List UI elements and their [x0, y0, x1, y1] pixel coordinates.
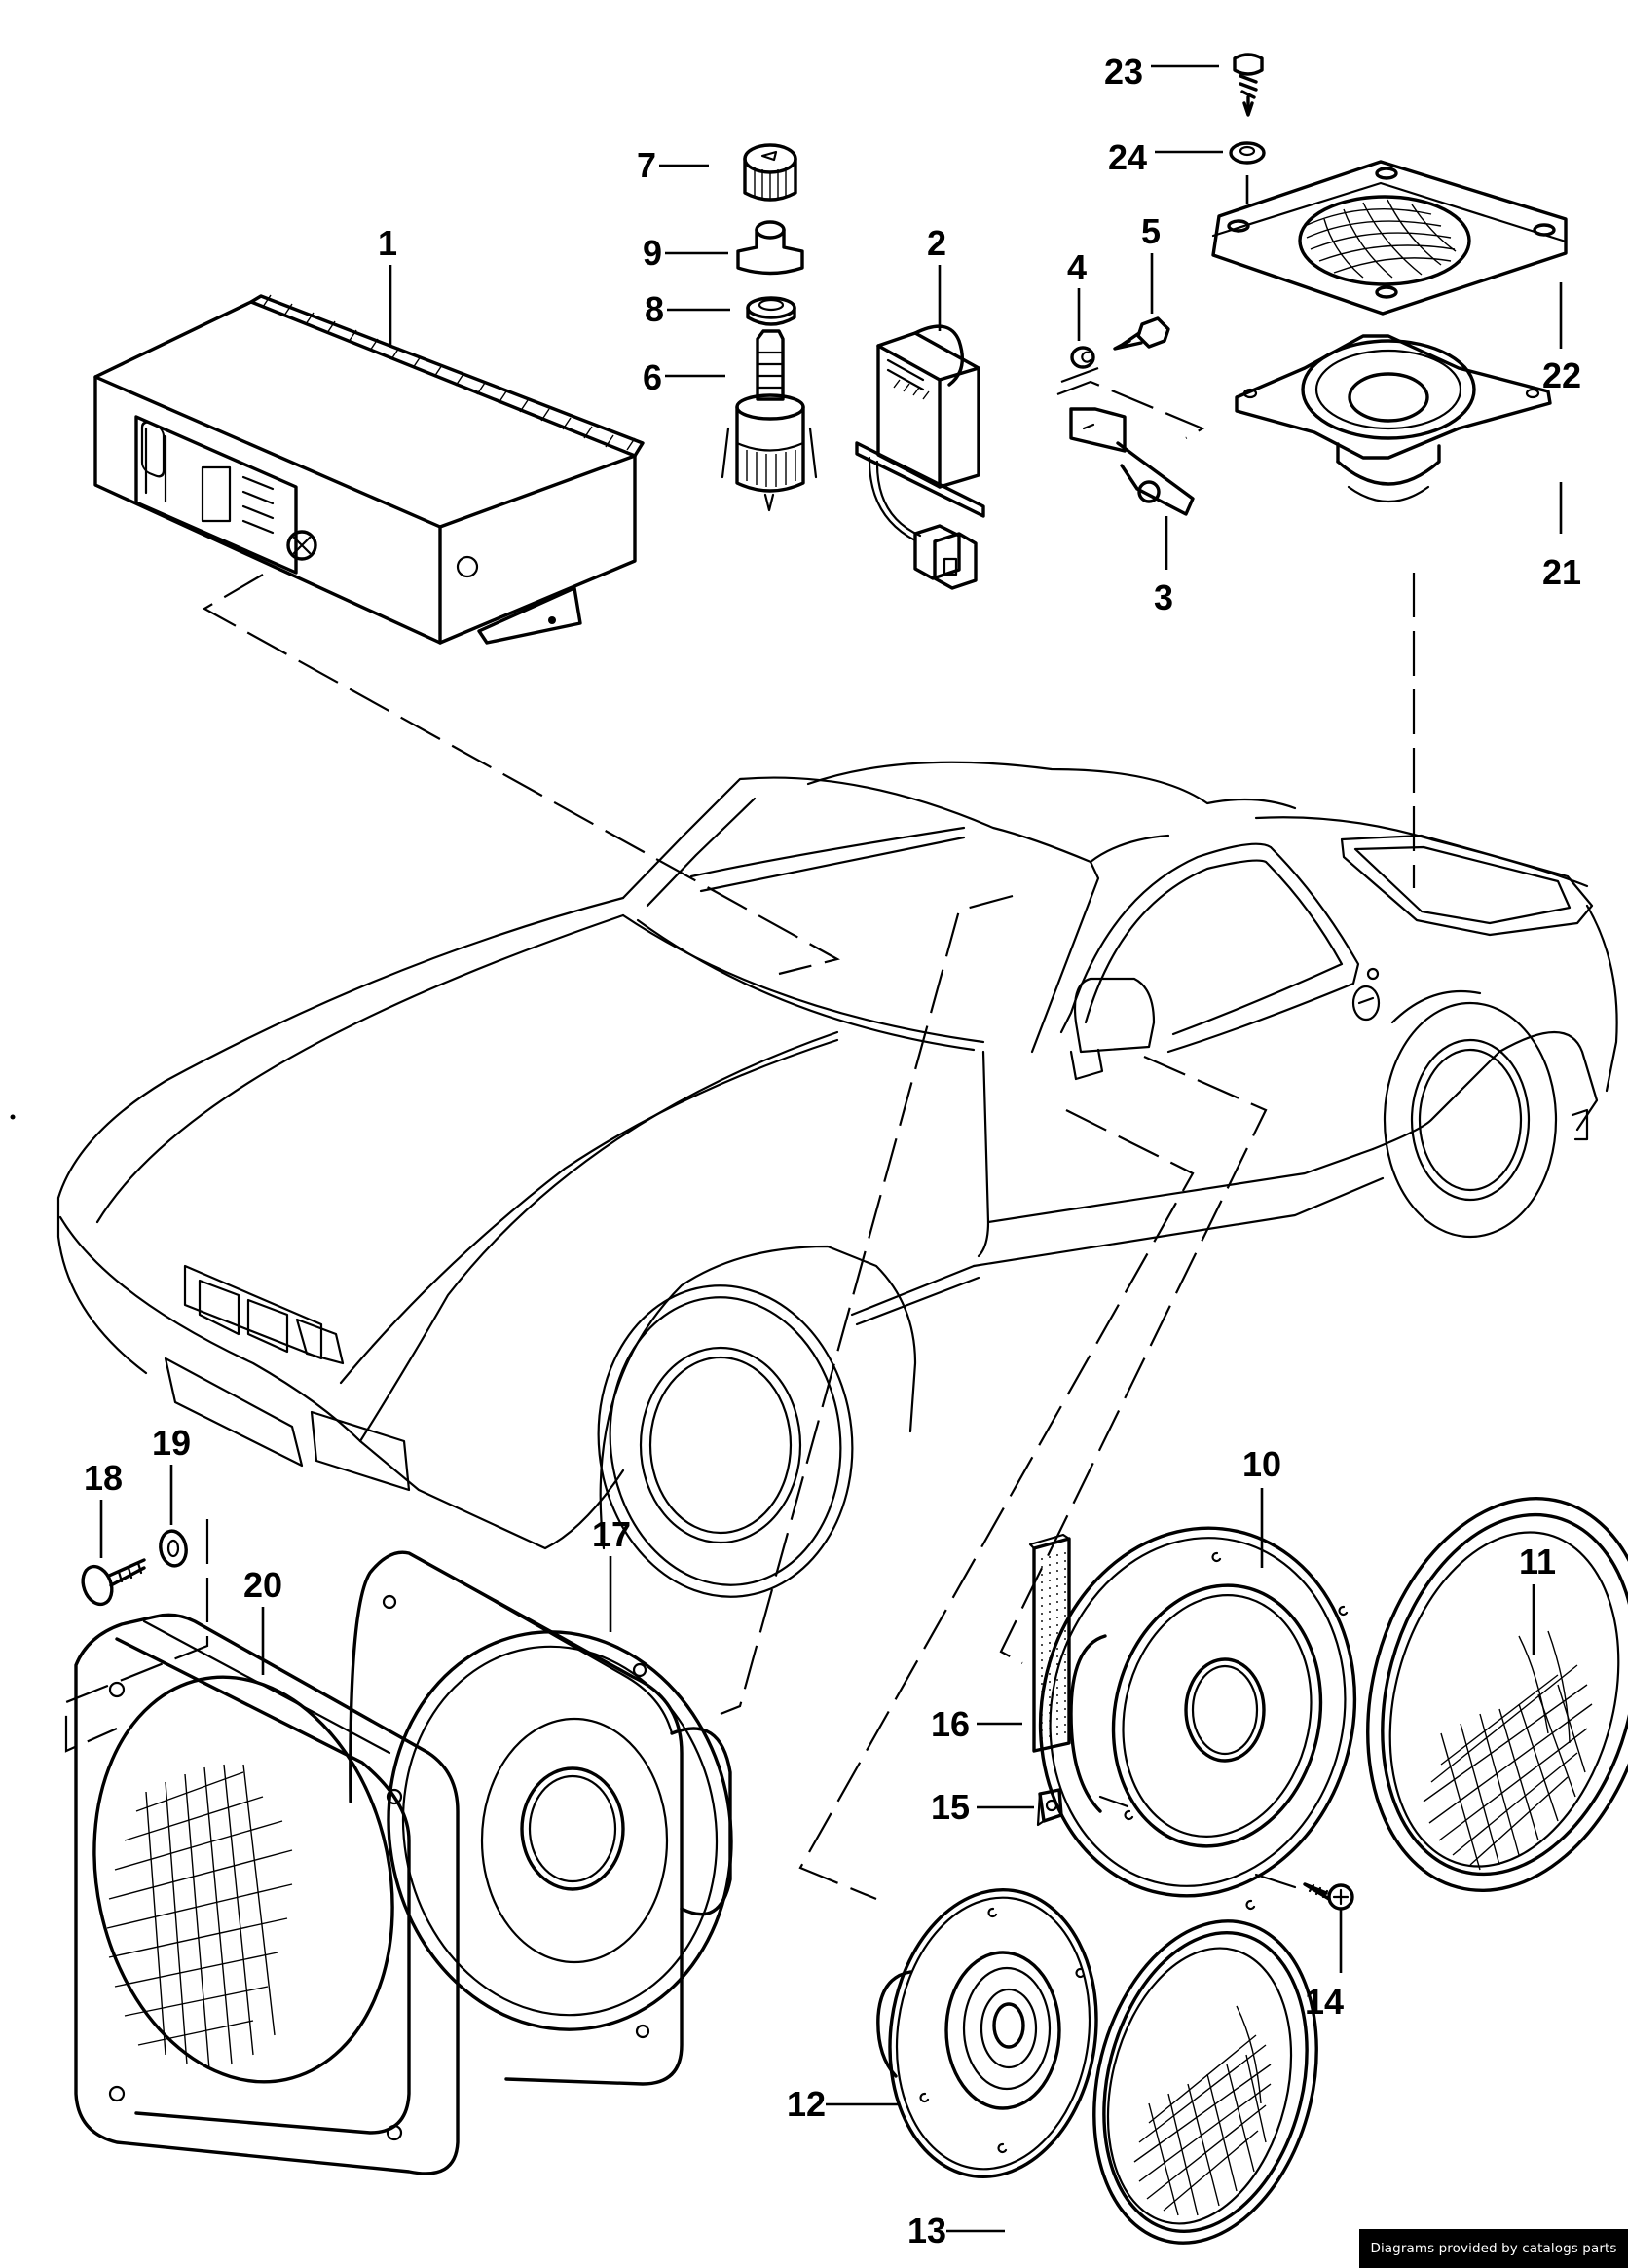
part-nut-8[interactable] [746, 296, 796, 326]
callout-24[interactable]: 24 [1108, 137, 1147, 177]
grille-mesh [106, 1764, 293, 2070]
callout-13[interactable]: 13 [907, 2211, 946, 2250]
part-screw-5[interactable] [1060, 316, 1170, 384]
part-washer-19[interactable] [158, 1529, 189, 1568]
callout-labels: 1 2 3 4 5 6 7 8 9 10 11 12 13 14 15 16 1… [84, 52, 1581, 2250]
callout-9[interactable]: 9 [643, 233, 662, 273]
part-screw-14[interactable] [1254, 1873, 1354, 1911]
callout-20[interactable]: 20 [243, 1565, 282, 1605]
part-speaker-cover-22[interactable] [1211, 160, 1568, 316]
callout-3[interactable]: 3 [1154, 577, 1173, 617]
part-potentiometer-6[interactable] [721, 329, 818, 512]
part-lock-washer-4[interactable] [1070, 346, 1095, 369]
part-grille-11[interactable] [1326, 1467, 1628, 1922]
part-speaker-17[interactable] [349, 1550, 762, 2086]
callout-17[interactable]: 17 [592, 1514, 631, 1554]
part-knob-insert-9[interactable] [736, 220, 804, 276]
diagram-credit-badge: Diagrams provided by catalogs parts [1359, 2229, 1628, 2268]
foam-dots [1041, 1552, 1066, 1743]
callout-15[interactable]: 15 [931, 1787, 970, 1827]
dashed-connectors [64, 380, 1416, 1901]
callout-12[interactable]: 12 [787, 2084, 826, 2124]
callout-16[interactable]: 16 [931, 1704, 970, 1744]
callout-4[interactable]: 4 [1067, 247, 1087, 287]
car-body [56, 761, 1618, 1598]
part-washer-24[interactable] [1229, 141, 1266, 165]
part-tweeter-12[interactable] [871, 1877, 1114, 2190]
stray-dot [10, 1114, 16, 1120]
part-transformer[interactable] [855, 324, 985, 590]
grille-mesh [1423, 1630, 1593, 1871]
part-amplifier[interactable] [93, 294, 645, 645]
part-speaker-21[interactable] [1235, 334, 1552, 503]
diagram-credit-text: Diagrams provided by catalogs parts [1370, 2241, 1617, 2256]
part-control-knob-7[interactable] [743, 143, 797, 202]
part-screw-18[interactable] [78, 1558, 146, 1609]
part-speaker-10[interactable] [1007, 1499, 1388, 1925]
callout-23[interactable]: 23 [1104, 52, 1143, 92]
callout-7[interactable]: 7 [637, 145, 656, 185]
callout-10[interactable]: 10 [1242, 1444, 1281, 1484]
part-foam-strip-16[interactable] [1028, 1533, 1071, 1753]
callout-19[interactable]: 19 [152, 1423, 191, 1463]
callout-8[interactable]: 8 [645, 289, 664, 329]
leader-lines [99, 64, 1563, 2233]
callout-21[interactable]: 21 [1542, 552, 1581, 592]
callout-2[interactable]: 2 [927, 223, 946, 263]
part-bracket-3[interactable] [1069, 407, 1195, 516]
part-screw-23[interactable] [1233, 53, 1264, 117]
callout-1[interactable]: 1 [378, 223, 397, 263]
callout-18[interactable]: 18 [84, 1458, 123, 1498]
callout-6[interactable]: 6 [643, 357, 662, 397]
callout-5[interactable]: 5 [1141, 211, 1161, 251]
heatsink-fins [262, 294, 636, 451]
callout-22[interactable]: 22 [1542, 355, 1581, 395]
part-speaker-cover-20[interactable] [58, 1613, 460, 2175]
callout-11[interactable]: 11 [1519, 1542, 1556, 1581]
grille-mesh [1133, 2005, 1272, 2216]
part-tweeter-grille-13[interactable] [1062, 1897, 1350, 2266]
grille-mesh [1304, 199, 1457, 279]
